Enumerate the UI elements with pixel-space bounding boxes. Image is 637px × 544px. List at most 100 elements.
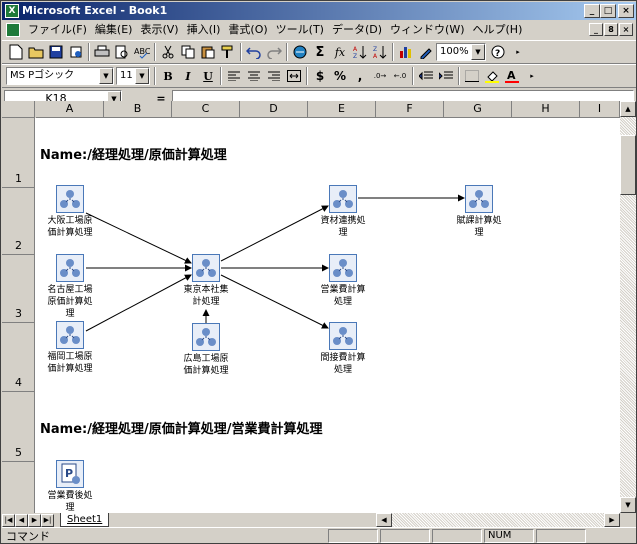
column-header-g[interactable]: G <box>444 101 512 118</box>
print-icon[interactable] <box>92 42 112 62</box>
workbook-icon[interactable] <box>6 23 20 37</box>
menu-file[interactable]: ファイル(F) <box>28 23 87 36</box>
row-header-3[interactable]: 3 <box>2 255 35 323</box>
column-header-e[interactable]: E <box>308 101 376 118</box>
node-nagoya[interactable]: 名古屋工場 原価計算処 理 <box>30 254 110 320</box>
node-fukuoka[interactable]: 福岡工場原 価計算処理 <box>30 321 110 375</box>
paste-icon[interactable] <box>198 42 218 62</box>
zoom-dropdown-arrow[interactable]: ▼ <box>471 44 485 60</box>
menu-view[interactable]: 表示(V) <box>140 23 179 36</box>
doc-restore-button[interactable]: 8 <box>604 23 618 36</box>
doc-close-button[interactable]: × <box>619 23 633 36</box>
row-header-4[interactable]: 4 <box>2 323 35 392</box>
menu-edit[interactable]: 編集(E) <box>94 23 133 36</box>
currency-icon[interactable]: $ <box>315 69 325 83</box>
fill-color-icon[interactable] <box>482 66 502 86</box>
comma-style-icon[interactable]: , <box>357 69 363 83</box>
row-header-5[interactable]: 5 <box>2 392 35 462</box>
merge-center-icon[interactable] <box>284 66 304 86</box>
vertical-scroll-thumb[interactable] <box>620 135 636 195</box>
node-kanjo[interactable]: 賦課計算処 理 <box>439 185 519 239</box>
node-shizai[interactable]: 資材連携処 理 <box>303 185 383 239</box>
redo-icon[interactable] <box>264 42 284 62</box>
last-sheet-button[interactable]: ▶| <box>41 513 54 527</box>
column-header-d[interactable]: D <box>240 101 308 118</box>
copy-icon[interactable] <box>178 42 198 62</box>
node-tokyo[interactable]: 東京本社集 計処理 <box>166 254 246 308</box>
decrease-decimal-icon[interactable]: ←.0 <box>393 72 407 80</box>
menu-help[interactable]: ヘルプ(H) <box>472 23 523 36</box>
minimize-button[interactable]: _ <box>584 4 600 18</box>
increase-decimal-icon[interactable]: .0→ <box>373 72 387 80</box>
node-eigyo-post[interactable]: P 営業費後処 理 <box>30 460 110 513</box>
increase-indent-icon[interactable] <box>436 66 456 86</box>
decrease-indent-icon[interactable] <box>416 66 436 86</box>
column-header-b[interactable]: B <box>104 101 172 118</box>
align-left-icon[interactable] <box>224 66 244 86</box>
sheet-tab-sheet1[interactable]: Sheet1 <box>60 513 110 527</box>
node-eigyo[interactable]: 営業費計算 処理 <box>303 254 383 308</box>
underline-button[interactable]: U <box>203 69 213 83</box>
column-header-h[interactable]: H <box>512 101 580 118</box>
toolbar-options-icon[interactable]: ▸ <box>516 48 520 56</box>
borders-icon[interactable] <box>462 66 482 86</box>
hyperlink-icon[interactable] <box>290 42 310 62</box>
vertical-scrollbar[interactable]: ▲ ▼ <box>620 101 636 513</box>
autosum-icon[interactable]: Σ <box>315 44 325 60</box>
scroll-up-button[interactable]: ▲ <box>620 101 636 117</box>
node-hiroshima[interactable]: 広島工場原 価計算処理 <box>166 323 246 377</box>
function-icon[interactable]: fx <box>334 45 346 59</box>
bold-button[interactable]: B <box>163 69 173 83</box>
horizontal-scrollbar[interactable]: ◀ ▶ <box>376 513 620 527</box>
menu-window[interactable]: ウィンドウ(W) <box>390 23 465 36</box>
new-icon[interactable] <box>6 42 26 62</box>
scroll-right-button[interactable]: ▶ <box>604 513 620 527</box>
doc-minimize-button[interactable]: _ <box>589 23 603 36</box>
prev-sheet-button[interactable]: ◀ <box>15 513 28 527</box>
font-size-select[interactable]: 11 ▼ <box>116 67 150 85</box>
excel-app-icon[interactable]: X <box>5 4 19 18</box>
font-dropdown-arrow[interactable]: ▼ <box>99 68 113 84</box>
spelling-icon[interactable]: ABC <box>132 42 152 62</box>
permission-icon[interactable] <box>66 42 86 62</box>
column-header-c[interactable]: C <box>172 101 240 118</box>
menu-tools[interactable]: ツール(T) <box>275 23 324 36</box>
font-color-icon[interactable]: A <box>502 66 522 86</box>
first-sheet-button[interactable]: |◀ <box>2 513 15 527</box>
save-icon[interactable] <box>46 42 66 62</box>
chart-wizard-icon[interactable] <box>396 42 416 62</box>
font-size-dropdown-arrow[interactable]: ▼ <box>135 68 149 84</box>
font-select[interactable]: MS Pゴシック ▼ <box>6 67 114 85</box>
italic-button[interactable]: I <box>185 69 191 83</box>
maximize-button[interactable]: □ <box>600 4 616 18</box>
undo-icon[interactable] <box>244 42 264 62</box>
toolbar-options-icon-2[interactable]: ▸ <box>530 72 534 80</box>
next-sheet-button[interactable]: ▶ <box>28 513 41 527</box>
zoom-select[interactable]: 100% ▼ <box>436 43 486 61</box>
row-header-2[interactable]: 2 <box>2 188 35 255</box>
print-preview-icon[interactable] <box>112 42 132 62</box>
menu-data[interactable]: データ(D) <box>331 23 383 36</box>
row-header-1[interactable]: 1 <box>2 118 35 188</box>
menu-insert[interactable]: 挿入(I) <box>186 23 221 36</box>
node-osaka[interactable]: 大阪工場原 価計算処理 <box>30 185 110 239</box>
column-header-a[interactable]: A <box>36 101 104 118</box>
select-all-corner[interactable] <box>2 101 35 118</box>
edit-formula-button[interactable]: = <box>156 92 166 105</box>
format-painter-icon[interactable] <box>218 42 238 62</box>
scroll-down-button[interactable]: ▼ <box>620 497 636 513</box>
column-header-f[interactable]: F <box>376 101 444 118</box>
column-header-i[interactable]: I <box>580 101 620 118</box>
close-button[interactable]: × <box>618 4 634 18</box>
drawing-icon[interactable] <box>416 42 436 62</box>
scroll-left-button[interactable]: ◀ <box>376 513 392 527</box>
align-center-icon[interactable] <box>244 66 264 86</box>
node-kansetsu[interactable]: 間接費計算 処理 <box>303 322 383 376</box>
percent-icon[interactable]: % <box>333 69 347 83</box>
menu-format[interactable]: 書式(O) <box>228 23 268 36</box>
open-folder-icon[interactable] <box>26 42 46 62</box>
title-bar[interactable]: X Microsoft Excel - Book1 _ □ × <box>2 2 636 20</box>
cut-icon[interactable] <box>158 42 178 62</box>
